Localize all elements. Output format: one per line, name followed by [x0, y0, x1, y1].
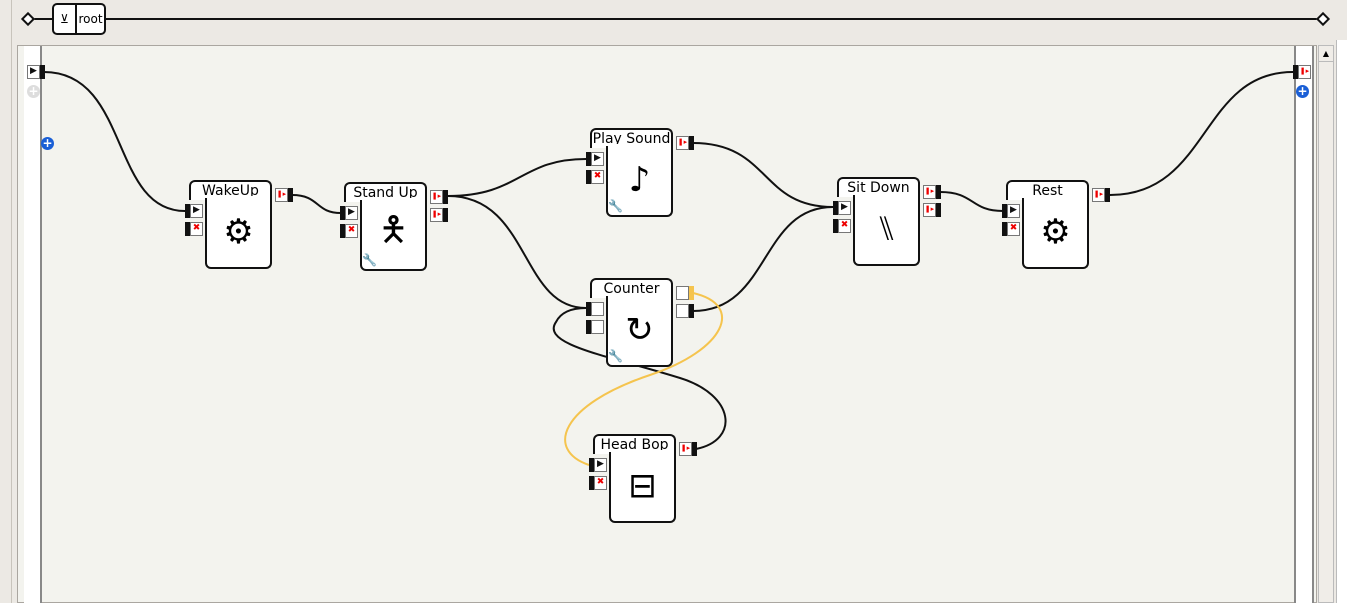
standup-input-onstop[interactable]: ✖: [340, 224, 358, 238]
box-playsound[interactable]: Play Sound ♪ 🔧: [590, 128, 673, 217]
headbop-output-1[interactable]: ❚▸: [679, 442, 697, 456]
wakeup-input-onstop[interactable]: ✖: [185, 222, 203, 236]
wrench-icon[interactable]: 🔧: [608, 349, 623, 363]
box-title: Stand Up: [344, 182, 427, 202]
loop-icon: ↻: [625, 310, 654, 350]
headbop-input-onstart[interactable]: ▶: [589, 458, 607, 472]
box-counter[interactable]: Counter ↻🔧: [590, 278, 673, 367]
wakeup-input-onstart[interactable]: ▶: [185, 204, 203, 218]
box-body: [609, 452, 676, 523]
root-input-onstart[interactable]: ▶: [27, 65, 45, 79]
sliders-icon: ⊟: [628, 466, 657, 506]
box-body: [606, 296, 673, 367]
standup-output-1[interactable]: ❚▸: [430, 190, 448, 204]
left-side-panel: [0, 0, 12, 603]
counter-input-in1[interactable]: [586, 302, 604, 316]
counter-input-in2[interactable]: [586, 320, 604, 334]
box-body: [1022, 198, 1089, 269]
root-output-onstopped[interactable]: ❚▸: [1293, 65, 1311, 79]
box-title: Sit Down: [837, 177, 920, 197]
box-body: [606, 146, 673, 217]
add-input-icon[interactable]: +: [27, 84, 40, 98]
box-headbop[interactable]: Head Bop ⊟: [593, 434, 676, 523]
box-sitdown[interactable]: Sit Down ⑊: [837, 177, 920, 266]
box-title: Rest: [1006, 180, 1089, 200]
breadcrumb-line: [34, 18, 1324, 20]
breadcrumb-root[interactable]: ⊻ root: [52, 3, 106, 35]
wrench-icon[interactable]: 🔧: [608, 199, 623, 213]
robot-icon: 🯅: [378, 209, 409, 250]
standup-input-onstart[interactable]: ▶: [340, 206, 358, 220]
add-output-icon[interactable]: +: [1296, 84, 1309, 98]
box-rest[interactable]: Rest ⚙: [1006, 180, 1089, 269]
gears-icon: ⚙: [223, 212, 254, 252]
input-strip: [24, 46, 42, 603]
standup-output-2[interactable]: ❚▸: [430, 208, 448, 222]
sit-icon: ⑊: [876, 209, 897, 249]
vertical-scrollbar[interactable]: ▲: [1318, 45, 1334, 603]
headbop-input-onstop[interactable]: ✖: [589, 476, 607, 490]
counter-output-2[interactable]: [676, 304, 694, 318]
box-title: WakeUp: [189, 180, 272, 200]
wakeup-output-1[interactable]: ❚▸: [275, 188, 293, 202]
right-side-panel: [1336, 40, 1347, 603]
box-body: [853, 195, 920, 266]
counter-output-1[interactable]: [676, 286, 694, 300]
playsound-input-onstop[interactable]: ✖: [586, 170, 604, 184]
sitdown-output-2[interactable]: ❚▸: [923, 203, 941, 217]
box-title: Play Sound: [590, 128, 673, 148]
box-title: Counter: [590, 278, 673, 298]
sitdown-input-onstop[interactable]: ✖: [833, 219, 851, 233]
rest-input-onstart[interactable]: ▶: [1002, 204, 1020, 218]
breadcrumb-bar: [14, 0, 1334, 40]
sitdown-output-1[interactable]: ❚▸: [923, 185, 941, 199]
add-input-blue-icon[interactable]: +: [41, 136, 54, 150]
move-down-icon: ⊻: [54, 5, 77, 33]
output-strip: [1294, 46, 1314, 603]
note-icon: ♪: [628, 160, 651, 200]
gears-icon: ⚙: [1040, 212, 1071, 252]
scroll-up-button[interactable]: ▲: [1319, 46, 1333, 62]
box-body: [205, 198, 272, 269]
box-standup[interactable]: Stand Up 🯅🔧: [344, 182, 427, 271]
box-title: Head Bop: [593, 434, 676, 454]
box-wakeup[interactable]: WakeUp ⚙: [189, 180, 272, 269]
box-body: [360, 200, 427, 271]
playsound-output-1[interactable]: ❚▸: [676, 136, 694, 150]
rest-input-onstop[interactable]: ✖: [1002, 222, 1020, 236]
breadcrumb-root-label: root: [78, 12, 103, 26]
rest-output-1[interactable]: ❚▸: [1092, 188, 1110, 202]
wrench-icon[interactable]: 🔧: [362, 253, 377, 267]
playsound-input-onstart[interactable]: ▶: [586, 152, 604, 166]
sitdown-input-onstart[interactable]: ▶: [833, 201, 851, 215]
